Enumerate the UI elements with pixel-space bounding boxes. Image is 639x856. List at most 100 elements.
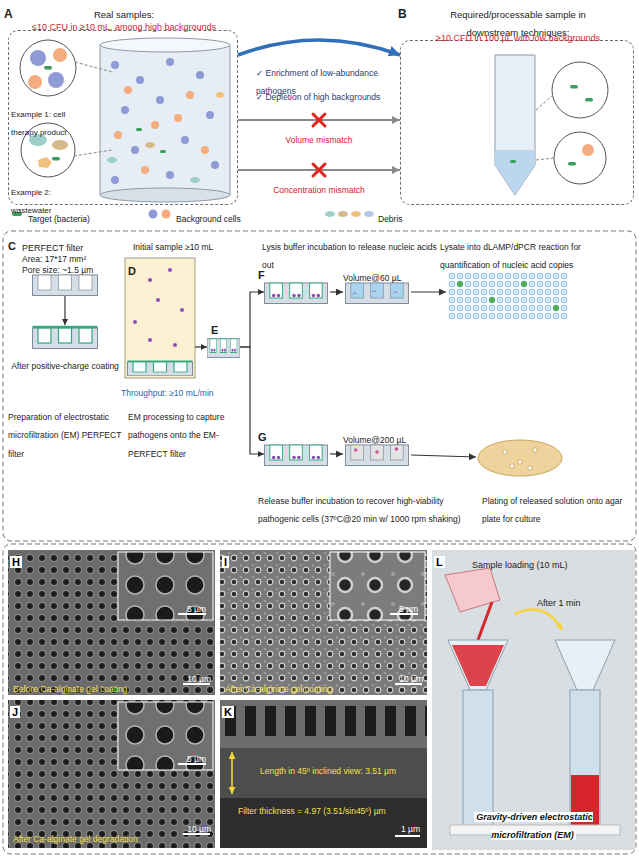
panel-letter: F bbox=[258, 269, 265, 281]
node-text: After 1 min bbox=[537, 598, 581, 608]
text-slot: B bbox=[398, 4, 412, 22]
node-text: ≥10 CFU in 100 µL with low backgrounds bbox=[436, 33, 600, 43]
node-text: Filter thickness = 4.97 (3.51/sin45º) µm bbox=[238, 806, 386, 816]
photo-panel: L Sample loading (10 mL) After 1 minGravit… bbox=[432, 550, 635, 850]
filter-drawing: PERFECT filterArea: 17*17 mm²Pore size: … bbox=[32, 272, 98, 296]
text-slot: Length in 45º inclined view: 3.51 µm bbox=[260, 760, 425, 778]
node-text: 10 µm bbox=[187, 824, 211, 834]
text-slot: After Ca-alginate gel coating bbox=[225, 678, 375, 696]
note-label: EM processing to capture pathogens onto … bbox=[128, 412, 224, 459]
text-slot: EM processing to capture pathogens onto … bbox=[128, 406, 248, 461]
text-slot: H bbox=[10, 552, 23, 570]
note-label: C bbox=[8, 240, 16, 252]
text-slot: Initial sample ≥10 mL bbox=[133, 236, 233, 254]
connector-arrow bbox=[238, 40, 400, 55]
text-slot: E bbox=[211, 320, 225, 338]
node-text: Sample loading (10 mL) bbox=[472, 560, 568, 570]
lysis-filter: F bbox=[264, 280, 328, 304]
sem-image: J 10 µm After Ca-alginate gel degradation 5… bbox=[8, 700, 215, 848]
text-slot: Plating of released solution onto agar p… bbox=[482, 490, 630, 527]
text-slot: Background cells bbox=[176, 208, 261, 226]
node-text: 5 µm bbox=[399, 604, 418, 614]
node-text: Example 1: cell therapy product bbox=[11, 110, 67, 137]
sem-inset: 5 µm bbox=[118, 552, 213, 620]
release-filter: G bbox=[264, 442, 328, 466]
connector-arrow bbox=[240, 292, 264, 347]
text-slot: Before Ca-alginate gel coating bbox=[13, 678, 163, 696]
panel-letter: B bbox=[398, 7, 407, 21]
panel-letter: J bbox=[10, 706, 20, 718]
text-slot: Example 1: cell therapy product bbox=[11, 103, 93, 140]
node-text: 5 µm bbox=[187, 754, 206, 764]
sem-image: I 10 µm After Ca-alginate gel coating 5 µm bbox=[220, 550, 427, 695]
node-text: 10 µm bbox=[187, 674, 211, 684]
coated-filter: After positive-charge coating bbox=[32, 325, 98, 349]
note-label: Release buffer incubation to recover hig… bbox=[258, 496, 461, 524]
text-slot: Throughput: ≥10 mL/min bbox=[121, 382, 231, 400]
text-slot: Example 2: wastewater bbox=[11, 181, 93, 218]
text-slot: 5 µm bbox=[170, 598, 206, 616]
node-text: Before Ca-alginate gel coating bbox=[13, 684, 127, 694]
text-slot: I bbox=[222, 552, 235, 570]
sample-panel: AReal samples:≤10 CFU in ≥10 mL, among h… bbox=[8, 30, 238, 205]
edge-label: Volume mismatch bbox=[283, 135, 354, 145]
text-slot: 10 µm bbox=[173, 668, 211, 686]
node-text: After positive-charge coating bbox=[11, 361, 119, 371]
panel-letter: K bbox=[222, 706, 234, 718]
sem-inset: 5 µm bbox=[330, 552, 425, 620]
text-slot: 5 µm bbox=[170, 748, 206, 766]
text-slot: Gravity-driven electrostatic microfiltra… bbox=[447, 806, 620, 843]
node-text: Pore size: ~1.5 µm bbox=[22, 265, 93, 275]
text-slot: A bbox=[4, 4, 18, 22]
node-text: Throughput: ≥10 mL/min bbox=[121, 388, 214, 398]
text-slot: 10 µm bbox=[385, 668, 423, 686]
panel-letter: G bbox=[258, 431, 267, 443]
note-label: Plating of released solution onto agar p… bbox=[482, 496, 622, 524]
panel-letter: E bbox=[211, 324, 218, 336]
note-label: D bbox=[128, 265, 136, 277]
note-label: Volume@200 µL bbox=[343, 435, 406, 445]
downstream-panel: BRequired/processable sample in downstre… bbox=[400, 40, 634, 205]
node-text: 10 µm bbox=[399, 674, 423, 684]
panel-letter: L bbox=[434, 556, 445, 568]
text-slot: Lysis buffer incubation to release nucle… bbox=[262, 236, 437, 273]
text-slot: Concentration mismatch bbox=[259, 179, 379, 197]
sem-cross-section: K Length in 45º inclined view: 3.51 µm Fil… bbox=[220, 700, 427, 848]
node-text: Area: 17*17 mm² bbox=[22, 254, 86, 264]
text-slot: Volume mismatch bbox=[259, 129, 379, 147]
text-slot: L bbox=[434, 552, 447, 570]
text-slot: Sample loading (10 mL) bbox=[472, 554, 602, 572]
text-slot: PERFECT filter bbox=[22, 237, 122, 255]
text-slot: D bbox=[128, 261, 140, 279]
text-slot: 1 µm bbox=[380, 818, 420, 836]
note-label: Preparation of electrostatic microfiltra… bbox=[8, 412, 121, 459]
node-text: 5 µm bbox=[187, 604, 206, 614]
text-slot: Lysate into dLAMP/dPCR reaction for quan… bbox=[440, 236, 630, 273]
node-text: After Ca-alginate gel degradation bbox=[13, 834, 138, 844]
node-text: Real samples: bbox=[94, 9, 154, 20]
node-text: ≤10 CFU in ≥10 mL, among high background… bbox=[32, 22, 216, 32]
node-text: PERFECT filter bbox=[22, 243, 83, 253]
edge-label: Concentration mismatch bbox=[271, 185, 367, 195]
sem-inset: 5 µm bbox=[118, 702, 213, 770]
legend-text: Background cells bbox=[176, 214, 241, 224]
text-slot: Volume@200 µL bbox=[343, 429, 423, 447]
note-label: Lysate into dLAMP/dPCR reaction for quan… bbox=[440, 242, 581, 270]
node-text: 1 µm bbox=[401, 824, 420, 834]
text-slot: 10 µm bbox=[173, 818, 211, 836]
text-slot: J bbox=[10, 702, 23, 720]
legend-text: Target (bacteria) bbox=[28, 214, 90, 224]
text-slot: Preparation of electrostatic microfiltra… bbox=[8, 406, 124, 461]
text-slot: After 1 min bbox=[537, 592, 617, 610]
text-slot: 5 µm bbox=[382, 598, 418, 616]
node-text: Example 2: wastewater bbox=[11, 188, 51, 215]
text-slot: Volume@60 µL bbox=[343, 267, 423, 285]
note-label: Volume@60 µL bbox=[343, 273, 401, 283]
node-text: After Ca-alginate gel coating bbox=[225, 684, 332, 694]
connector-arrow bbox=[195, 346, 207, 347]
text-slot: After positive-charge coating bbox=[8, 355, 122, 373]
text-slot: C bbox=[8, 236, 20, 254]
connector-arrow bbox=[64, 296, 65, 325]
